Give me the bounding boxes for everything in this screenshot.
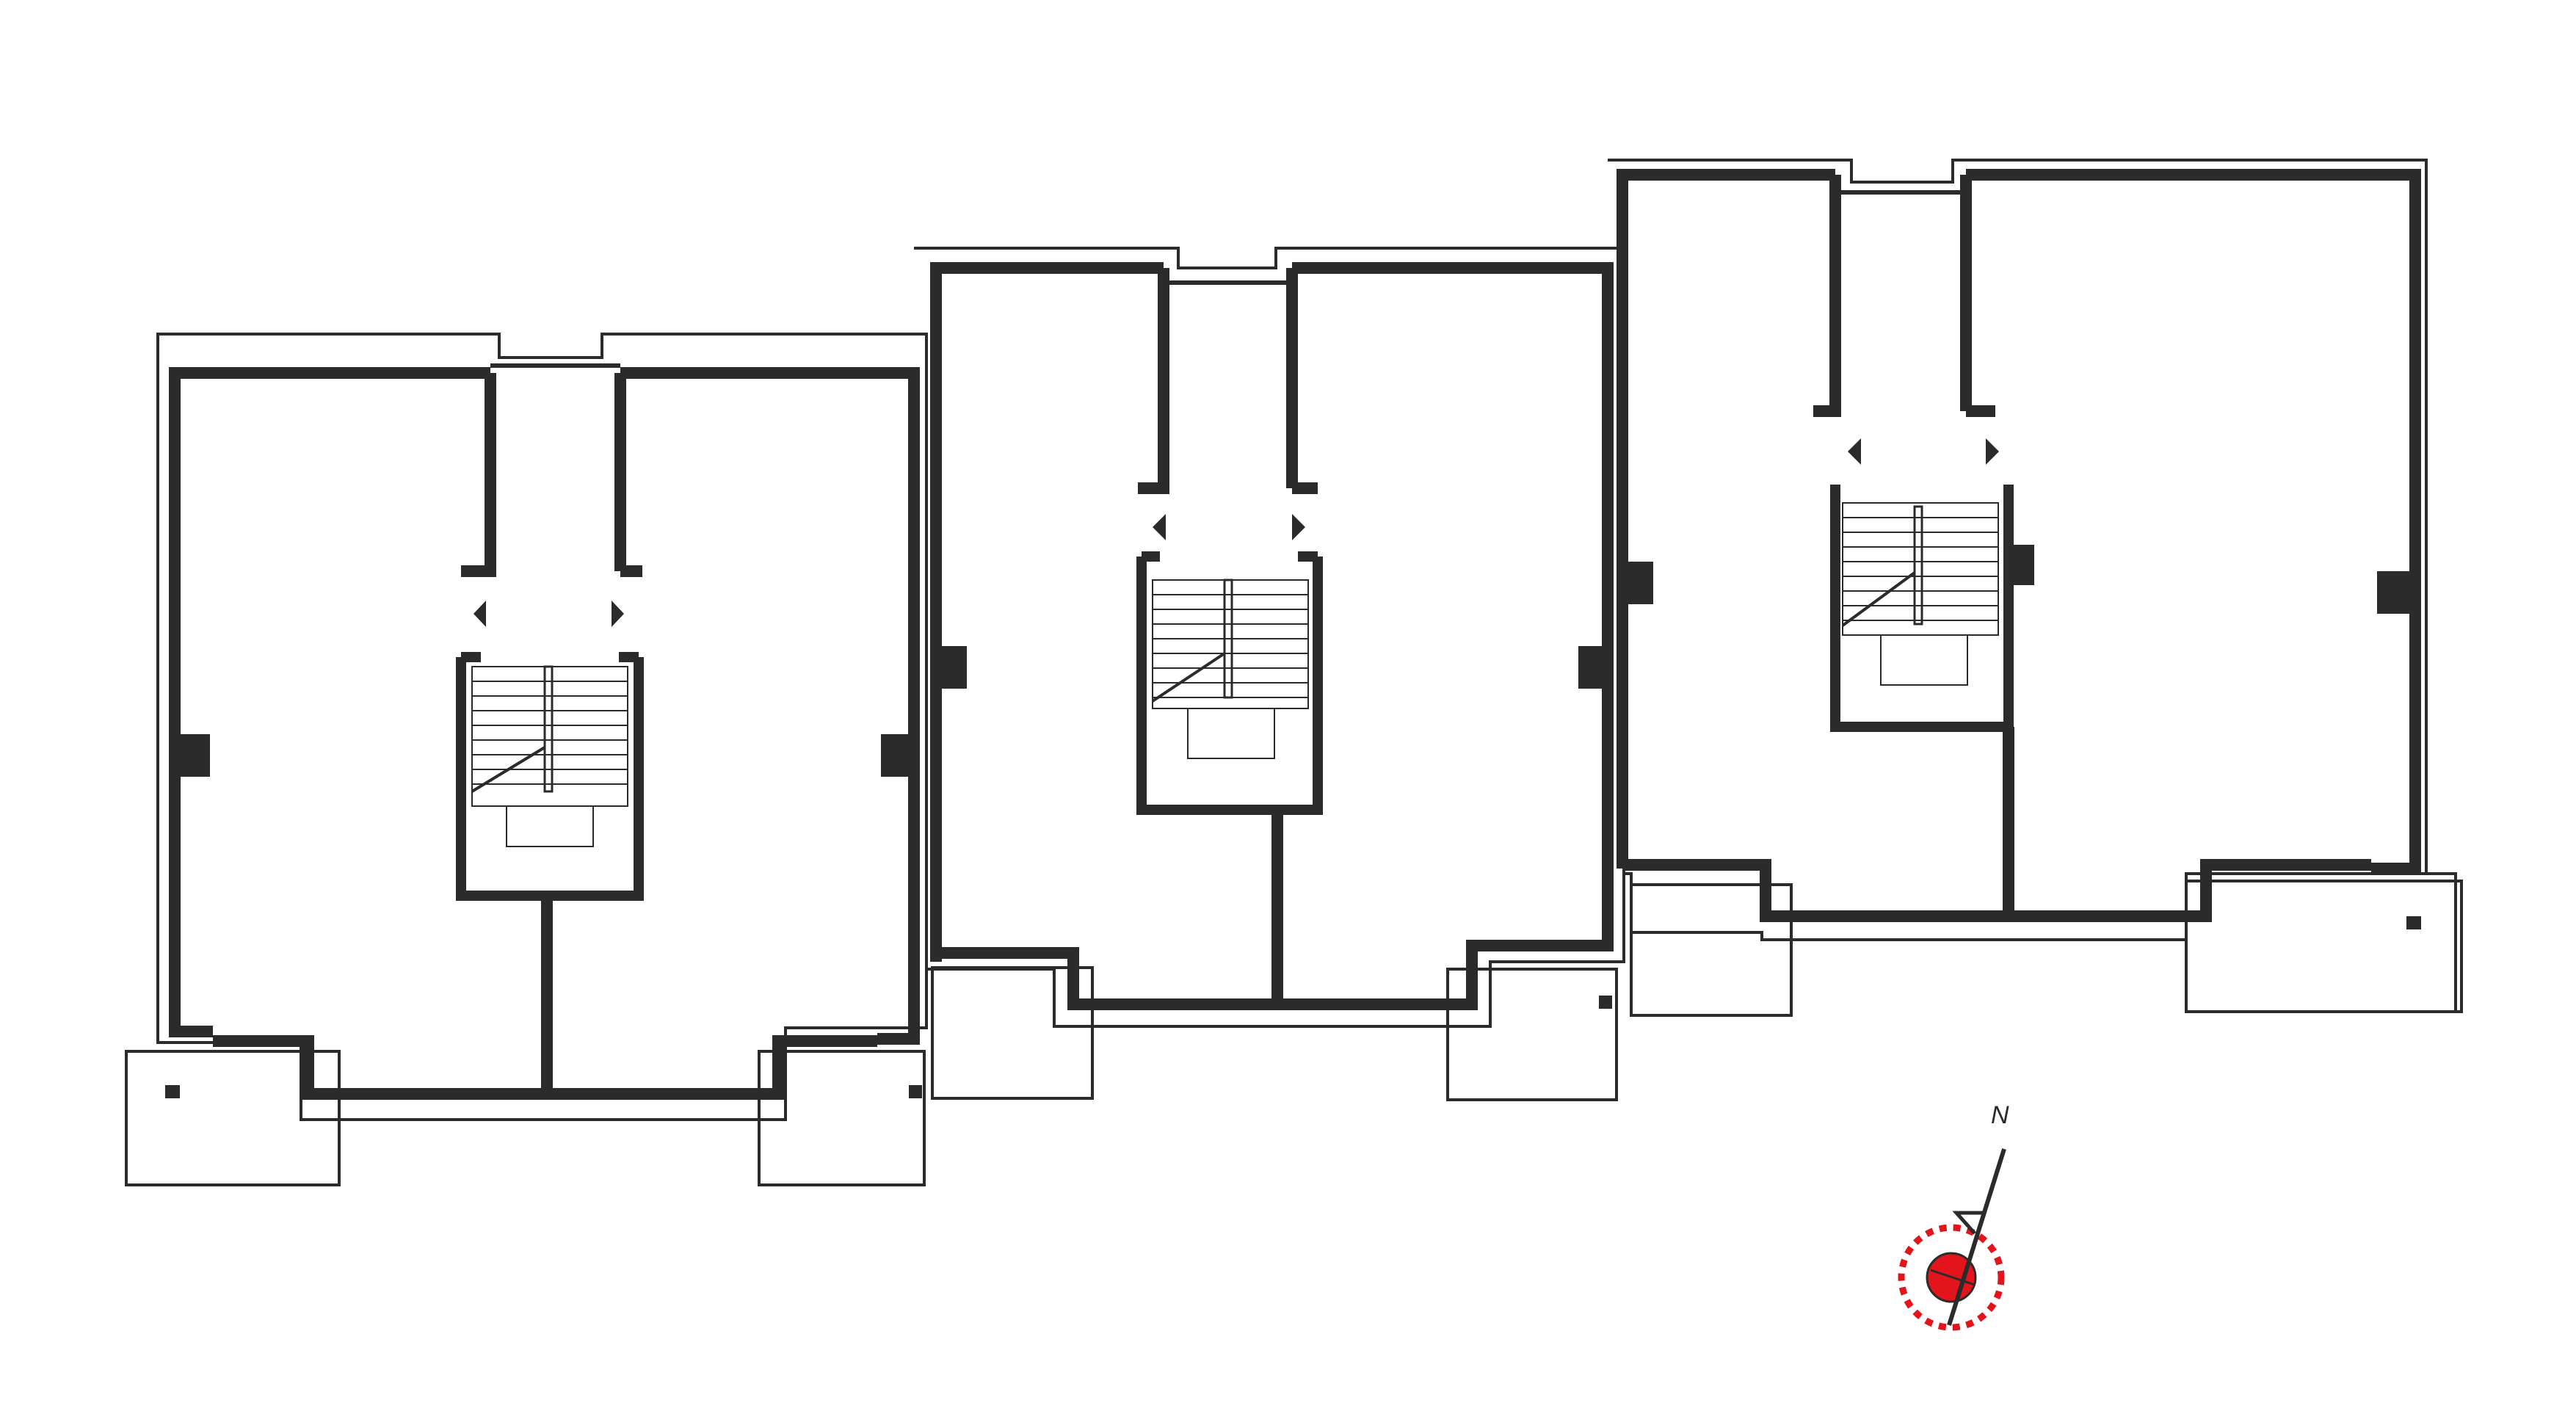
stair-core-left — [456, 652, 644, 901]
column-middle-b — [1578, 646, 1609, 689]
outer-perimeter-right — [1608, 159, 2463, 1013]
wall-left-room-a — [169, 367, 553, 1100]
column-right-a — [1622, 562, 1653, 604]
building-middle — [914, 247, 1625, 1101]
door-marker-left-1 — [474, 601, 486, 627]
stair-right — [1841, 502, 1999, 686]
compass-tick — [1930, 1269, 1975, 1286]
compass-needle — [1947, 1148, 2006, 1326]
stair-core-middle — [1136, 551, 1323, 815]
balcony-middle-east — [1446, 968, 1618, 1101]
stair-left — [471, 665, 628, 847]
door-marker-right-2 — [1986, 438, 1999, 465]
wall-middle-room-a — [930, 262, 1283, 1010]
door-marker-middle-1 — [1153, 514, 1166, 540]
stair-middle — [1151, 579, 1309, 759]
balcony-middle-west — [931, 966, 1094, 1100]
column-middle-a — [936, 646, 967, 689]
balcony-right-east — [2185, 880, 2463, 1013]
building-right — [1608, 159, 2463, 1017]
building-left — [125, 333, 928, 1186]
marker-right-east — [2406, 916, 2421, 929]
wall-right-room-b — [1960, 169, 2421, 922]
wall-right-room-a — [1617, 169, 2014, 922]
column-left-a — [175, 734, 210, 777]
door-marker-left-2 — [612, 601, 624, 627]
marker-left-east — [909, 1085, 922, 1098]
column-left-b — [881, 734, 916, 777]
wall-middle-room-b — [1277, 262, 1614, 1010]
door-marker-right-1 — [1848, 438, 1861, 465]
marker-left-west — [165, 1085, 180, 1098]
door-marker-middle-2 — [1292, 514, 1305, 540]
column-right-c — [2377, 571, 2415, 614]
balcony-left-east — [758, 1050, 926, 1186]
marker-middle-east — [1599, 996, 1612, 1009]
north-arrow: N — [1898, 1101, 2009, 1331]
balcony-right-west — [1630, 883, 1793, 1017]
stair-core-right — [1830, 485, 2014, 732]
wall-left-room-b — [547, 367, 920, 1100]
outer-perimeter-middle — [914, 247, 1625, 1028]
compass-arrowhead — [1952, 1211, 1986, 1235]
compass-ring — [1898, 1224, 2005, 1331]
north-label: N — [1991, 1101, 2009, 1129]
balcony-left-west — [125, 1050, 341, 1186]
